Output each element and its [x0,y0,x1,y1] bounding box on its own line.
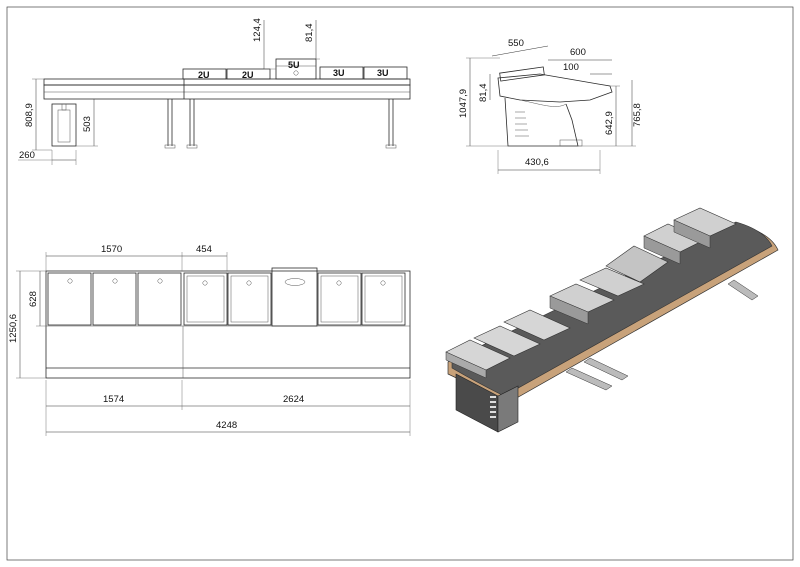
unit-label-5u: 5U [288,60,300,70]
dim-top-left-segment: 1570 [101,244,122,255]
front-view [18,20,411,165]
dim-side-lip: 100 [563,62,579,73]
dim-rack-rise-right: 81,4 [304,24,315,43]
dim-side-height-total: 1047,9 [458,89,469,118]
dim-side-depth-top: 550 [508,38,524,49]
dim-side-reach: 600 [570,47,586,58]
dim-pedestal-height: 503 [82,116,93,132]
unit-label-3u-b: 3U [377,68,389,78]
unit-label-2u-b: 2U [242,70,254,80]
dim-rack-rise-left: 124,4 [252,18,263,42]
dim-pedestal-width: 260 [19,150,35,161]
isometric-view [445,207,779,433]
dim-top-right-segment: 2624 [283,394,304,405]
dim-top-depth-total: 1250,6 [8,314,19,343]
unit-label-3u-a: 3U [333,68,345,78]
dim-side-surface-height: 765,8 [632,103,643,127]
dim-top-left-bottom: 1574 [103,394,124,405]
unit-label-2u-a: 2U [198,70,210,80]
dim-top-module-width: 454 [196,244,212,255]
dim-front-height: 808,9 [24,103,35,127]
dim-side-desk-height: 642,9 [604,111,615,135]
top-view [16,252,411,436]
side-view [466,45,636,174]
dim-top-overall-length: 4248 [216,420,237,431]
dim-top-module-depth: 628 [28,291,39,307]
sheet-border [6,6,794,561]
dim-side-base-depth: 430,6 [525,157,549,168]
dim-side-rack-height: 81,4 [478,84,489,103]
